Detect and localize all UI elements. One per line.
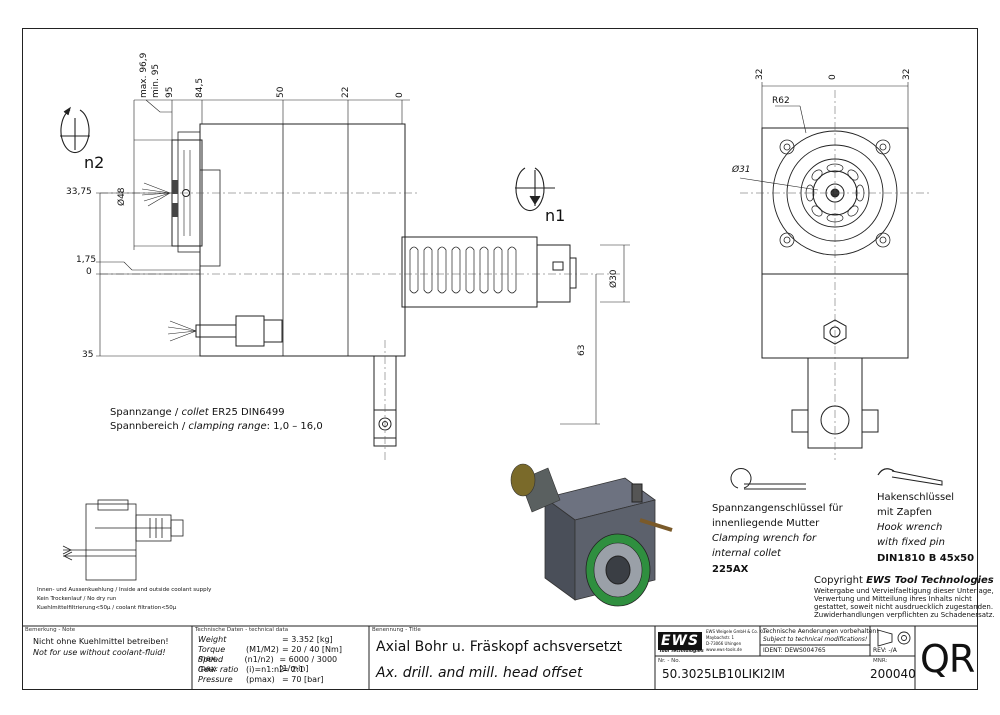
- ews-logo-sub: Tool Technologies: [659, 649, 704, 654]
- copyright-line-1: Weitergabe und Vervielfaeltigung dieser …: [814, 587, 994, 595]
- output-spindle: [401, 236, 538, 308]
- copyright-title: Copyright EWS Tool Technologies: [814, 576, 994, 586]
- tech-row-weight: Weight = 3.352 [kg]: [198, 635, 333, 644]
- dim-min-95: min. 95: [151, 63, 161, 98]
- collet-line-2: Spannbereich / clamping range: 1,0 – 16,…: [110, 422, 323, 432]
- dim-33-75: 33,75: [66, 187, 92, 197]
- dim-0-left: 0: [86, 267, 92, 277]
- collet-line-1: Spannzange / collet ER25 DIN6499: [110, 408, 285, 418]
- ident-number: IDENT: DEWS004765: [763, 647, 826, 654]
- dim-right-32-left: 32: [755, 68, 765, 80]
- dim-95: 95: [165, 86, 175, 98]
- dim-22: 22: [341, 86, 351, 98]
- clamping-range-de: Spannbereich /: [110, 421, 186, 432]
- mnr-label: MNR:: [873, 658, 888, 664]
- note-label: Bemerkung - Note: [25, 627, 76, 633]
- company-web: www.ews-tools.de: [706, 647, 742, 652]
- copyright-line-2: Verwertung und Mitteilung ihres Inhalts …: [814, 595, 972, 603]
- notice-de: Technische Aenderungen vorbehalten!: [763, 628, 879, 635]
- wrench1-code: 225AX: [712, 564, 749, 575]
- mnr-number: 200040: [870, 667, 916, 681]
- drawing-frame: [22, 28, 978, 690]
- dim-max-96-9: max. 96,9: [139, 52, 149, 98]
- wrench2-line1: Hakenschlüssel: [877, 492, 955, 503]
- ews-logo: EWS: [658, 632, 702, 650]
- copyright-word: Copyright: [814, 575, 863, 586]
- coolant-pipe: [195, 324, 237, 338]
- collet-nut: [536, 244, 571, 303]
- dim-r62: R62: [772, 96, 790, 106]
- dim-d30: Ø30: [609, 269, 619, 288]
- tech-row-speed: Speed max. (n1/n2) = 6000 / 3000 [1/min]: [198, 655, 338, 673]
- dim-d31: Ø31: [732, 165, 751, 175]
- coolant-note-3: Kuehlmittelfiltrierung<50µ / coolant fil…: [37, 605, 177, 611]
- collet-label-de: Spannzange /: [110, 407, 179, 418]
- collet-spec: ER25 DIN6499: [211, 407, 285, 418]
- company-city: D-73066 Uhingen: [706, 641, 742, 646]
- title-german: Axial Bohr u. Fräskopf achsversetzt: [376, 639, 623, 655]
- wrench2-line2: mit Zapfen: [877, 507, 932, 518]
- title-english: Ax. drill. and mill. head offset: [376, 665, 583, 681]
- housing-body: [199, 123, 406, 357]
- dim-63: 63: [577, 344, 587, 356]
- coolant-note-1: Innen- und Aussenkuehlung / Inside and o…: [37, 587, 212, 593]
- collet-label-en: collet: [181, 407, 209, 418]
- wrench1-line4: internal collet: [712, 548, 781, 559]
- note-de: Nicht ohne Kuehlmittel betreiben!: [33, 637, 169, 646]
- clamping-range-en: clamping range: [188, 421, 267, 432]
- rotation-n1-label: n1: [545, 206, 566, 225]
- tech-data-table: Weight = 3.352 [kg] Torque max. (M1/M2) …: [198, 635, 366, 685]
- title-label: Benennung - Title: [372, 627, 421, 633]
- dim-50: 50: [276, 86, 286, 98]
- rotation-n2-label: n2: [84, 153, 105, 172]
- dim-right-32-right: 32: [902, 68, 912, 80]
- tech-data-label: Technische Daten - technical data: [195, 627, 289, 633]
- qr-code-label: QR: [920, 637, 975, 681]
- wrench2-line3: Hook wrench: [877, 522, 943, 533]
- tech-row-pressure: Pressure (pmax) = 70 [bar]: [198, 675, 324, 684]
- dim-1-75: 1,75: [76, 255, 97, 265]
- iso-render: [510, 463, 673, 607]
- dim-right-0: 0: [828, 74, 838, 80]
- tech-row-gear: Gear ratio (i)=n1:n2 = 2:1: [198, 665, 305, 674]
- wrench1-line1: Spannzangenschlüssel für: [712, 503, 843, 514]
- note-en: Not for use without coolant-fluid!: [33, 648, 166, 657]
- copyright-line-3: gestattet, soweit nicht ausdruecklich zu…: [814, 603, 994, 611]
- coolant-note-2: Kein Trockenlauf / No dry run: [37, 596, 117, 602]
- dim-35: 35: [82, 350, 94, 360]
- wrench1-line3: Clamping wrench for: [712, 533, 817, 544]
- part-no-label: Nr. - No.: [658, 658, 681, 664]
- part-number: 50.3025LB10LIKI2IM: [662, 667, 785, 681]
- dim-84-5: 84,5: [195, 77, 205, 98]
- clamping-range-value: : 1,0 – 16,0: [266, 421, 323, 432]
- wrench2-code: DIN1810 B 45x50: [877, 553, 975, 564]
- dim-0-top: 0: [395, 92, 405, 98]
- wrench1-line2: innenliegende Mutter: [712, 518, 820, 529]
- dim-d48: Ø48: [117, 187, 127, 206]
- copyright-line-4: Zuwiderhandlungen verpflichten zu Schade…: [814, 611, 995, 619]
- wrench2-line4: with fixed pin: [877, 537, 945, 548]
- notice-en: Subject to technical modifications!: [763, 636, 868, 643]
- company-name: EWS Weigele GmbH & Co. KG: [706, 629, 766, 634]
- revision: REV: -/A: [873, 647, 897, 654]
- copyright-company: EWS Tool Technologies: [866, 575, 994, 586]
- company-street: Maybachstr. 1: [706, 635, 735, 640]
- tech-row-torque: Torque max. (M1/M2) = 20 / 40 [Nm]: [198, 645, 342, 663]
